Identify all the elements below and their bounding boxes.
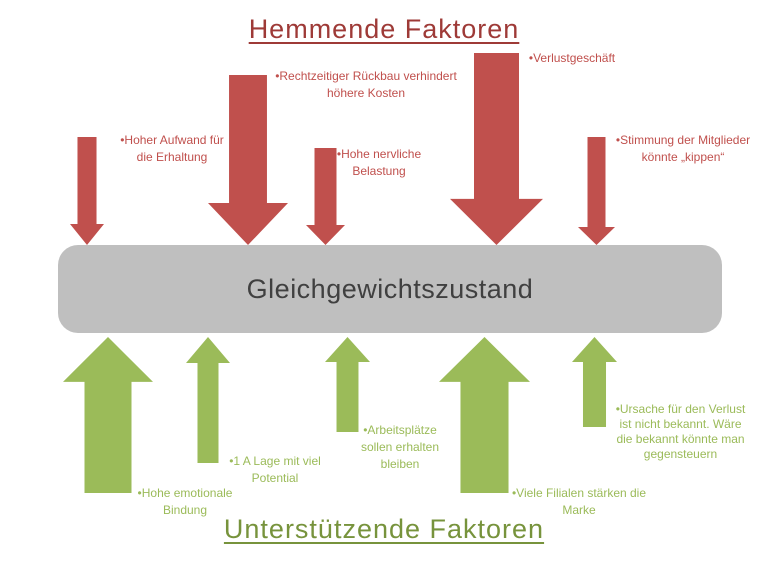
supporting-arrow-4-up-icon [439, 337, 530, 493]
inhibiting-factor-label-1: •Hoher Aufwand für die Erhaltung [120, 133, 224, 164]
supporting-factor-label-1: •Hohe emotionale Bindung [137, 486, 233, 517]
supporting-factor-label-2: •1 A Lage mit viel Potential [229, 454, 321, 485]
equilibrium-state-bar: Gleichgewichtszustand [58, 245, 722, 333]
supporting-arrow-3-up-icon [325, 337, 370, 432]
inhibiting-factor-label-4: •Verlustgeschäft [528, 51, 616, 65]
inhibiting-factor-label-3: •Hohe nervliche Belastung [336, 147, 422, 178]
inhibiting-factors-title: Hemmende Faktoren [248, 14, 520, 44]
supporting-factor-label-4: •Viele Filialen stärken die Marke [511, 486, 647, 517]
equilibrium-state-label: Gleichgewichtszustand [246, 273, 534, 304]
inhibiting-factor-label-2: •Rechtzeitiger Rückbau verhindert höhere… [275, 69, 457, 100]
inhibiting-factor-label-5: •Stimmung der Mitglieder könnte „kippen“ [615, 133, 751, 164]
supporting-arrow-2-up-icon [186, 337, 230, 463]
supporting-factors-title: Unterstützende Faktoren [223, 514, 545, 544]
supporting-factor-label-3: •Arbeitsplätze sollen erhalten bleiben [360, 423, 440, 471]
supporting-arrow-1-up-icon [63, 337, 153, 493]
supporting-factor-label-5: •Ursache für den Verlust ist nicht bekan… [615, 402, 746, 461]
